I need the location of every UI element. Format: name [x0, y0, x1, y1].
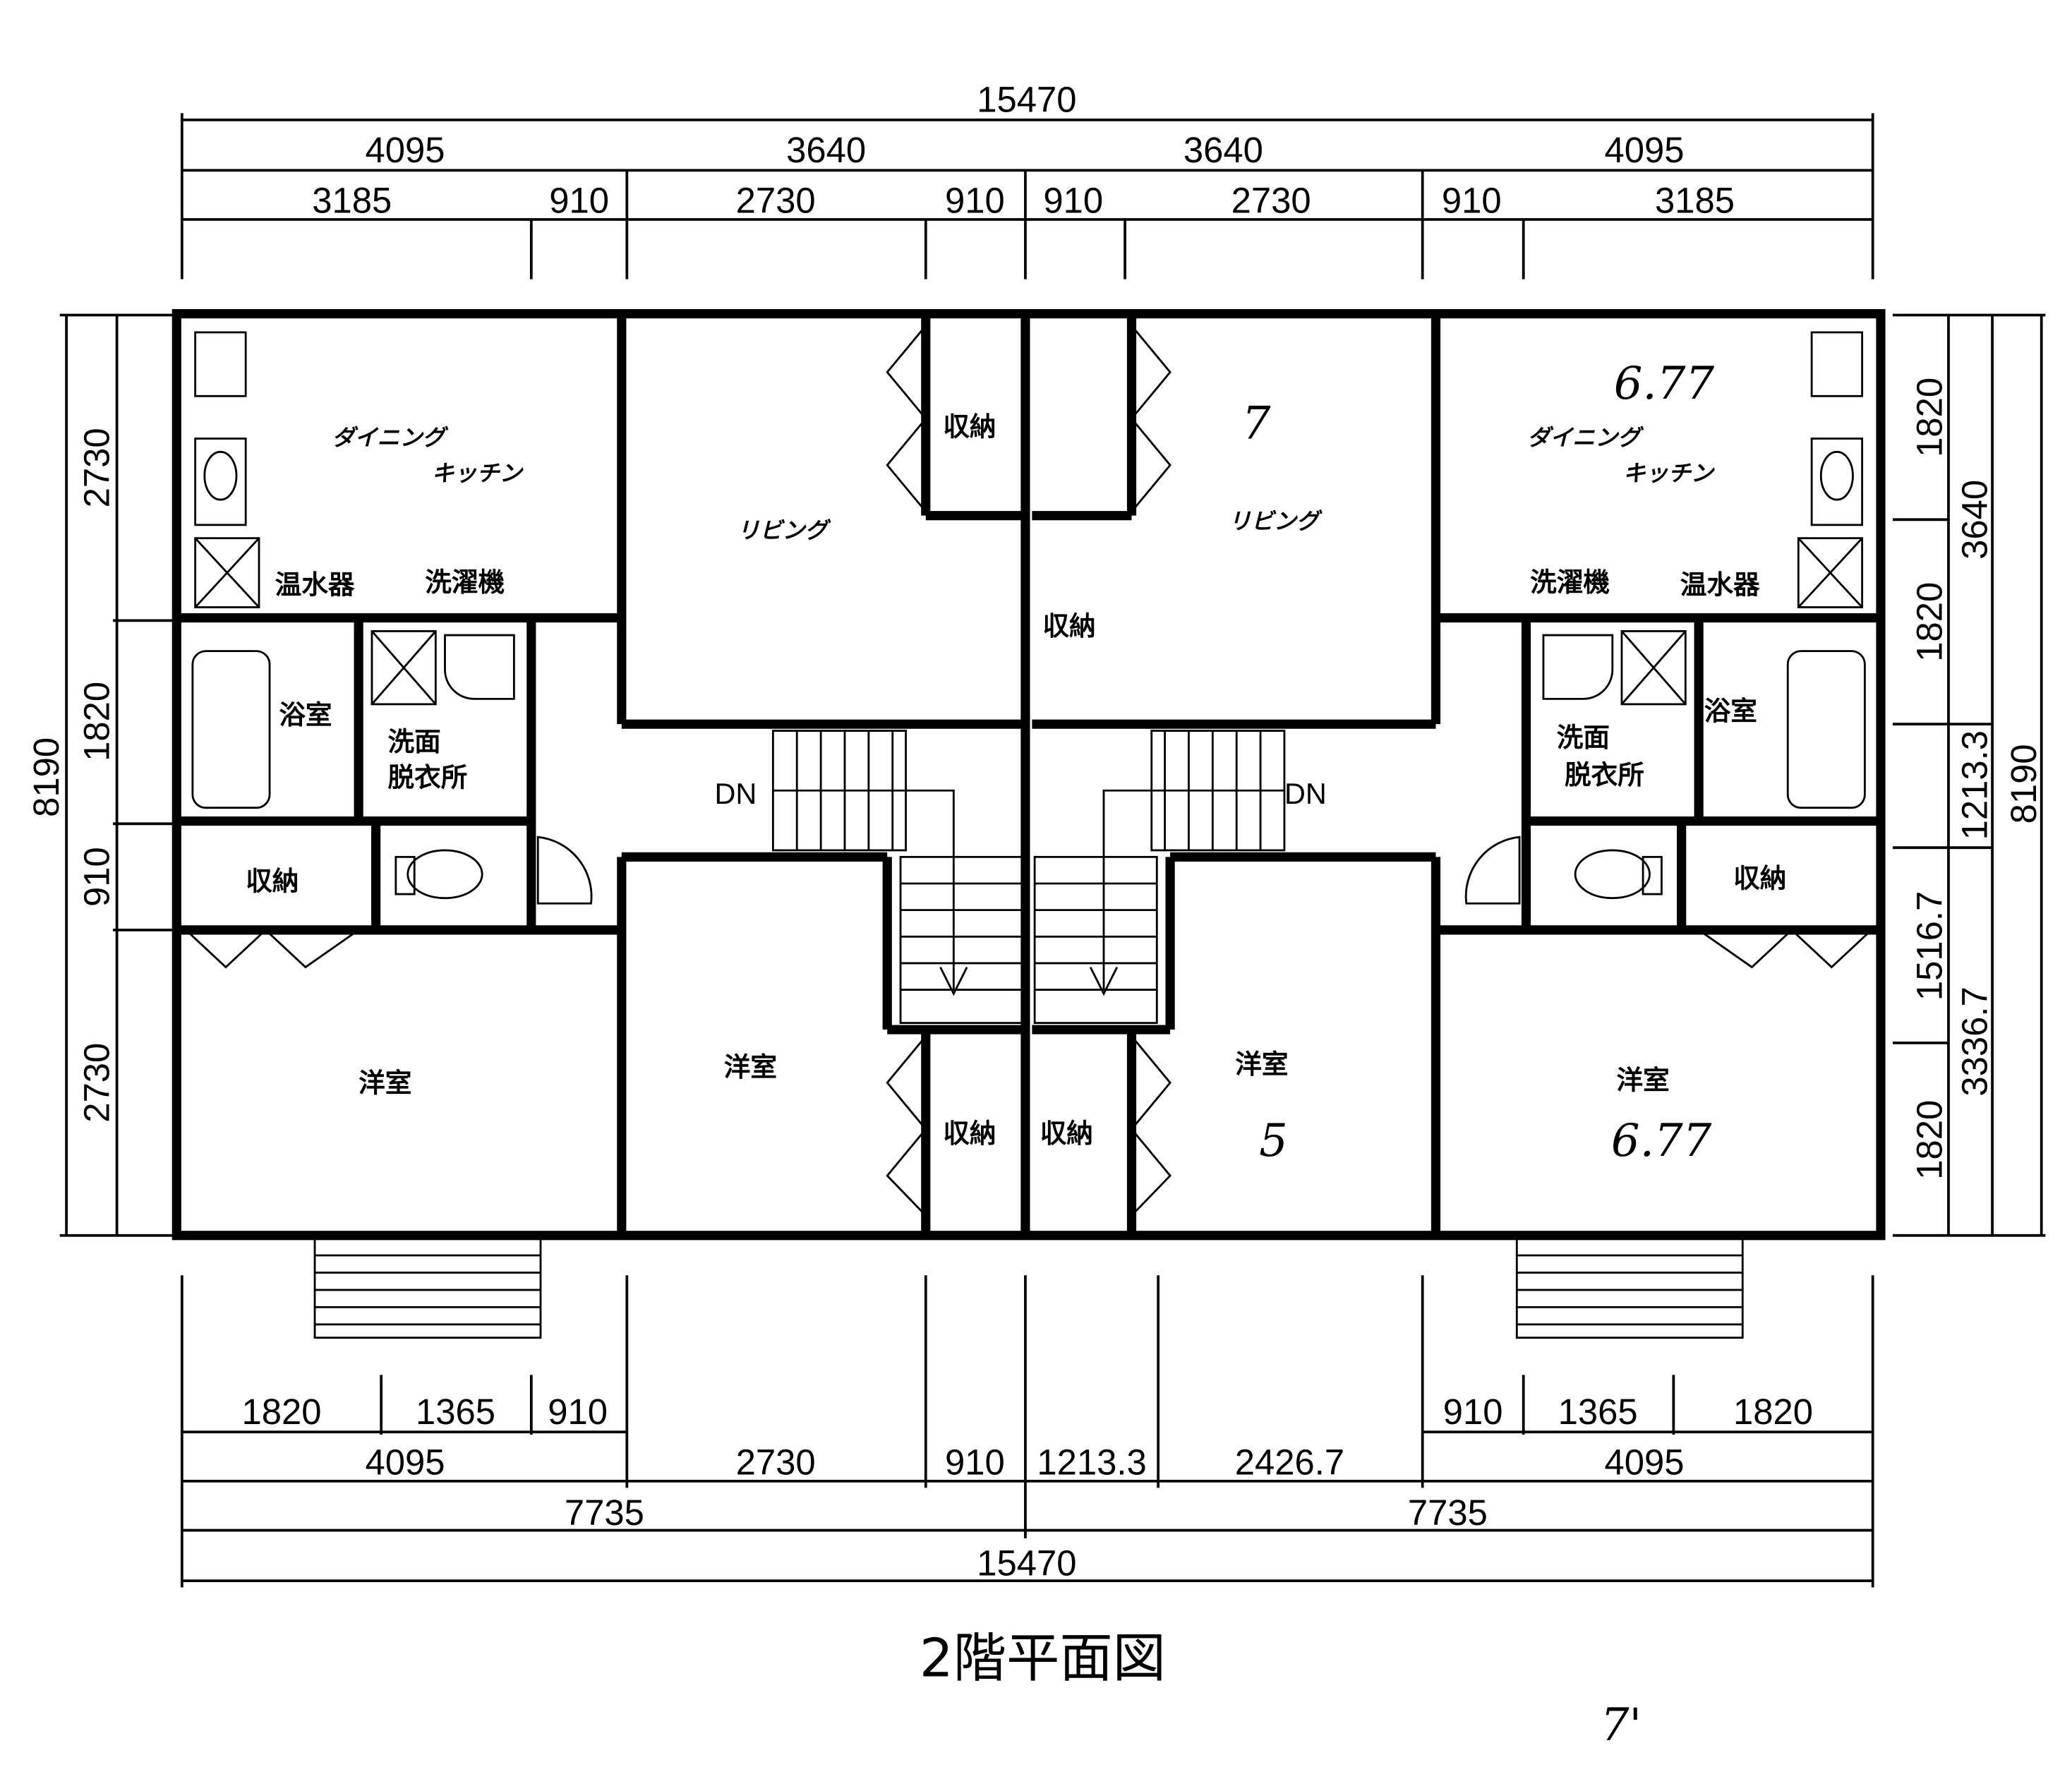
dim-top-3-1: 3185: [312, 181, 392, 221]
dim-bottom-1-6: 1820: [1733, 1392, 1813, 1432]
dim-bottom-2-4: 1213.3: [1037, 1442, 1146, 1483]
dim-bottom-1-1: 1820: [241, 1392, 321, 1432]
label-washing-machine-left: 洗濯機: [425, 567, 505, 598]
dim-right-1-1: 1820: [1910, 378, 1950, 457]
left-dimension-lines: [59, 313, 173, 1237]
dim-bottom-2-5: 2426.7: [1235, 1442, 1344, 1483]
label-storage-5: 収納: [1733, 863, 1786, 894]
label-storage-1: 収納: [943, 411, 996, 442]
dim-top-3-3: 2730: [736, 181, 816, 221]
label-washing-machine-right: 洗濯機: [1530, 567, 1610, 598]
label-down-right: DN: [1284, 778, 1327, 810]
dim-right-1-3: 1516.7: [1910, 891, 1950, 1001]
dim-top-2-1: 4095: [366, 130, 445, 170]
dim-right-1-4: 1820: [1910, 1100, 1950, 1180]
label-water-heater-left: 温水器: [275, 569, 355, 601]
dim-right-2-1: 3640: [1955, 480, 1995, 560]
dim-bottom-1-2: 1365: [416, 1392, 495, 1432]
dim-bottom-2-6: 4095: [1604, 1442, 1684, 1483]
dim-left-2: 1820: [76, 682, 116, 761]
label-washroom-right-1: 洗面: [1557, 722, 1610, 753]
handwritten-room-center-right: 5: [1259, 1115, 1288, 1167]
dim-bottom-2-3: 910: [945, 1442, 1005, 1483]
dim-right-2-3: 3336.7: [1955, 987, 1995, 1096]
unit-left-plan: [176, 313, 1025, 1339]
dim-bottom-1-4: 910: [1443, 1392, 1503, 1432]
label-storage-6: 収納: [1040, 1118, 1093, 1149]
dim-bottom-3-2: 7735: [1408, 1492, 1488, 1533]
dim-bottom-1-5: 1365: [1558, 1392, 1638, 1432]
label-washroom-right-2: 脱衣所: [1565, 759, 1644, 790]
label-western-room-2: 洋室: [724, 1051, 777, 1082]
dim-left-1: 2730: [76, 428, 116, 507]
label-dining-right: ダイニング: [1527, 424, 1644, 451]
label-water-heater-right: 温水器: [1680, 569, 1760, 601]
dim-right-2-2: 1213.3: [1955, 730, 1995, 840]
label-washroom-left-1: 洗面: [388, 726, 441, 757]
dim-top-3-6: 2730: [1231, 181, 1311, 221]
label-storage-2: 収納: [246, 865, 299, 896]
label-western-room-4: 洋室: [1616, 1065, 1669, 1096]
dim-bottom-3-1: 7735: [565, 1492, 644, 1533]
dim-left-4: 2730: [76, 1043, 116, 1123]
bottom-dimension-lines: [180, 1275, 1874, 1588]
dim-bottom-2-2: 2730: [736, 1442, 816, 1483]
building-walls: [171, 309, 1886, 1241]
handwritten-dk-right: 6.77: [1614, 358, 1715, 410]
top-dimension-lines: [180, 113, 1874, 279]
label-western-room-1: 洋室: [359, 1067, 411, 1098]
drawing-title: 2階平面図: [920, 1627, 1166, 1689]
label-storage-4: 収納: [1042, 610, 1095, 641]
label-kitchen-right: キッチン: [1623, 460, 1716, 487]
label-kitchen-left: キッチン: [432, 460, 524, 487]
dim-top-total: 15470: [977, 80, 1076, 120]
dim-top-3-8: 3185: [1655, 181, 1735, 221]
label-living-right: リビング: [1229, 507, 1323, 534]
label-washroom-left-2: 脱衣所: [388, 762, 468, 793]
dim-top-2-3: 3640: [1183, 130, 1263, 170]
dim-bottom-1-3: 910: [548, 1392, 608, 1432]
dim-top-3-2: 910: [549, 181, 609, 221]
label-western-room-3: 洋室: [1235, 1049, 1288, 1080]
dim-right-1-2: 1820: [1910, 582, 1950, 662]
handwritten-living-right: 7: [1242, 398, 1271, 450]
dim-top-2-2: 3640: [786, 130, 866, 170]
dim-top-3-4: 910: [945, 181, 1005, 221]
dim-bottom-2-1: 4095: [366, 1442, 445, 1483]
dim-right-total: 8190: [2004, 744, 2044, 824]
dim-left-3: 910: [76, 847, 116, 907]
dim-top-3-5: 910: [1043, 181, 1103, 221]
unit-right-plan: [1032, 314, 1881, 1338]
label-bath-right: 浴室: [1704, 696, 1757, 727]
right-dimension-lines: [1892, 313, 2046, 1237]
handwritten-room-right: 6.77: [1611, 1115, 1712, 1167]
dim-bottom-total: 15470: [977, 1543, 1076, 1584]
handwritten-corner-note: 7': [1601, 1699, 1642, 1751]
label-dining-left: ダイニング: [332, 424, 449, 451]
label-storage-3: 収納: [943, 1118, 996, 1149]
dim-top-2-4: 4095: [1604, 130, 1684, 170]
label-living-left: リビング: [737, 517, 831, 544]
dim-left-total: 8190: [26, 737, 66, 817]
dim-top-3-7: 910: [1442, 181, 1502, 221]
label-down-left: DN: [715, 778, 757, 810]
label-bath-left: 浴室: [279, 699, 332, 730]
